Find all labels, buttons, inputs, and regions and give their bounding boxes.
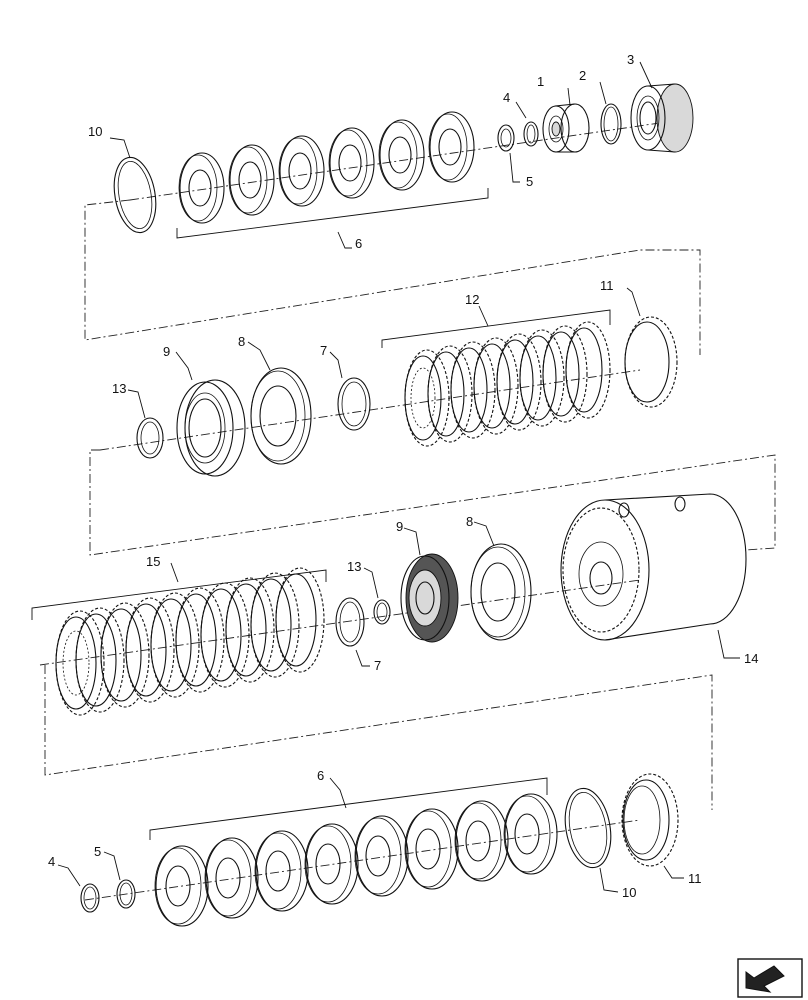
toothed-disc-11-upper xyxy=(624,316,678,408)
snap-ring-10-bottom xyxy=(564,787,612,869)
callout-10-top: 10 xyxy=(88,124,102,139)
bracket-6-top xyxy=(176,188,489,239)
snap-ring-4-bottom xyxy=(80,883,100,913)
callout-5-top: 5 xyxy=(526,174,533,189)
callout-3: 3 xyxy=(627,52,634,67)
clutch-drum-14 xyxy=(560,493,747,641)
leader-lines xyxy=(57,61,740,893)
callout-11-bottom: 11 xyxy=(688,871,702,886)
snap-ring-10-top xyxy=(113,156,157,234)
connector-row1-row2 xyxy=(84,199,701,355)
callout-7-upper: 7 xyxy=(320,343,327,358)
ring-13-lower xyxy=(373,599,391,625)
connector-row2-row3 xyxy=(89,449,776,556)
callout-2: 2 xyxy=(579,68,586,83)
piston-9-upper xyxy=(176,379,246,477)
callout-4-bottom: 4 xyxy=(48,854,55,869)
previous-page-arrow-icon[interactable] xyxy=(737,958,803,998)
snap-ring-2 xyxy=(600,103,622,145)
ring-7-lower xyxy=(335,597,365,647)
ring-13-upper xyxy=(136,417,164,459)
plate-8-lower xyxy=(470,543,532,641)
callout-8-upper: 8 xyxy=(238,334,245,349)
ring-5-top xyxy=(497,124,515,152)
callout-9-upper: 9 xyxy=(163,344,170,359)
callout-6-top: 6 xyxy=(355,236,362,251)
callout-6-bottom: 6 xyxy=(317,768,324,783)
callout-14: 14 xyxy=(744,651,758,666)
callout-4-top: 4 xyxy=(503,90,510,105)
ring-7-upper xyxy=(337,377,371,431)
callout-11-upper: 11 xyxy=(600,278,614,293)
connector-row3-row4 xyxy=(44,665,713,810)
toothed-disc-11-bottom xyxy=(621,773,679,867)
callout-7-lower: 7 xyxy=(374,658,381,673)
callout-13-upper: 13 xyxy=(112,381,126,396)
snap-ring-4-top xyxy=(523,121,539,147)
callout-8-lower: 8 xyxy=(466,514,473,529)
bracket-12 xyxy=(381,309,611,348)
callout-10-bottom: 10 xyxy=(622,885,636,900)
piston-9-lower xyxy=(400,553,459,643)
callout-9-lower: 9 xyxy=(396,519,403,534)
clutch-pack-12 xyxy=(404,321,611,447)
bracket-15 xyxy=(31,569,327,620)
bracket-6-bottom xyxy=(149,777,548,840)
callout-12: 12 xyxy=(465,292,479,307)
centerline-row1 xyxy=(129,119,681,201)
clutch-pack-15 xyxy=(55,567,325,716)
callout-5-bottom: 5 xyxy=(94,844,101,859)
gear-3 xyxy=(630,83,694,153)
plate-8-upper xyxy=(250,367,312,465)
disc-pack-6-bottom xyxy=(154,793,558,927)
callout-13-lower: 13 xyxy=(347,559,361,574)
disc-pack-6-top xyxy=(178,111,475,224)
ring-5-bottom xyxy=(116,879,136,909)
callout-1: 1 xyxy=(537,74,544,89)
centerline-row4 xyxy=(84,819,641,901)
bearing-1 xyxy=(542,103,590,153)
callout-15: 15 xyxy=(146,554,160,569)
